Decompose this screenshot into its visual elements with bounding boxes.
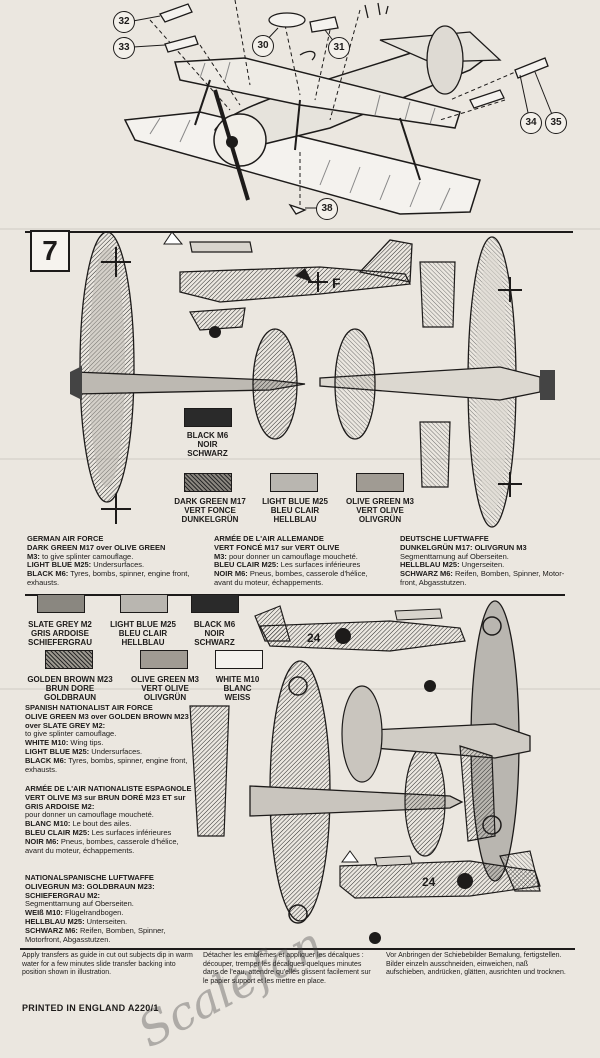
step-rule-top — [25, 231, 573, 233]
swatch-light-blue — [270, 473, 318, 492]
spanish-de-text: NATIONALSPANISCHE LUFTWAFFE OLIVEGRUN M3… — [25, 873, 166, 944]
swatch-white — [215, 650, 263, 669]
footer-fr: Détacher les emblèmes et appliquer les d… — [203, 952, 371, 985]
callout-31: 31 — [328, 37, 350, 59]
callout-35: 35 — [545, 112, 567, 134]
german-fuselage-code: F — [332, 275, 341, 291]
swatch-slate-grey — [37, 594, 85, 613]
german-de-text: DEUTSCHE LUFTWAFFE DUNKELGRÜN M17: OLIVG… — [400, 534, 565, 587]
german-fr-text: ARMÉE DE L'AIR ALLEMANDE VERT FONCÉ M17 … — [214, 534, 368, 587]
callout-33: 33 — [113, 37, 135, 59]
callout-32: 32 — [113, 11, 135, 33]
footer-de: Vor Anbringen der Schiebebilder Bemalung… — [386, 952, 566, 976]
spanish-aircraft-views: 24 24 — [189, 600, 541, 944]
section-divider — [25, 594, 565, 596]
printed-in-england: PRINTED IN ENGLAND A220/1 — [22, 1003, 159, 1013]
swatch-golden-brown — [45, 650, 93, 669]
spanish-en-text: SPANISH NATIONALIST AIR FORCE OLIVE GREE… — [25, 703, 189, 774]
callout-34: 34 — [520, 112, 542, 134]
swatch-black — [184, 408, 232, 427]
german-en-text: GERMAN AIR FORCE DARK GREEN M17 over OLI… — [27, 534, 190, 587]
swatch-olive-green-2 — [140, 650, 188, 669]
callout-38: 38 — [316, 198, 338, 220]
swatch-black-2 — [191, 594, 239, 613]
spanish-fr-text: ARMÉE DE L'AIR NATIONALISTE ESPAGNOLE VE… — [25, 784, 192, 855]
german-aircraft-views: F — [70, 231, 555, 528]
spanish-fuselage-code-b: 24 — [422, 875, 436, 889]
swatch-light-blue-2 — [120, 594, 168, 613]
assembly-diagram — [123, 0, 556, 215]
step-rule-bottom — [20, 948, 575, 950]
swatch-olive-green — [356, 473, 404, 492]
spanish-fuselage-code-a: 24 — [307, 631, 321, 645]
step-number: 7 — [30, 230, 70, 272]
footer-en: Apply transfers as guide in cut out subj… — [22, 952, 193, 976]
callout-30: 30 — [252, 35, 274, 57]
swatch-dark-green — [184, 473, 232, 492]
